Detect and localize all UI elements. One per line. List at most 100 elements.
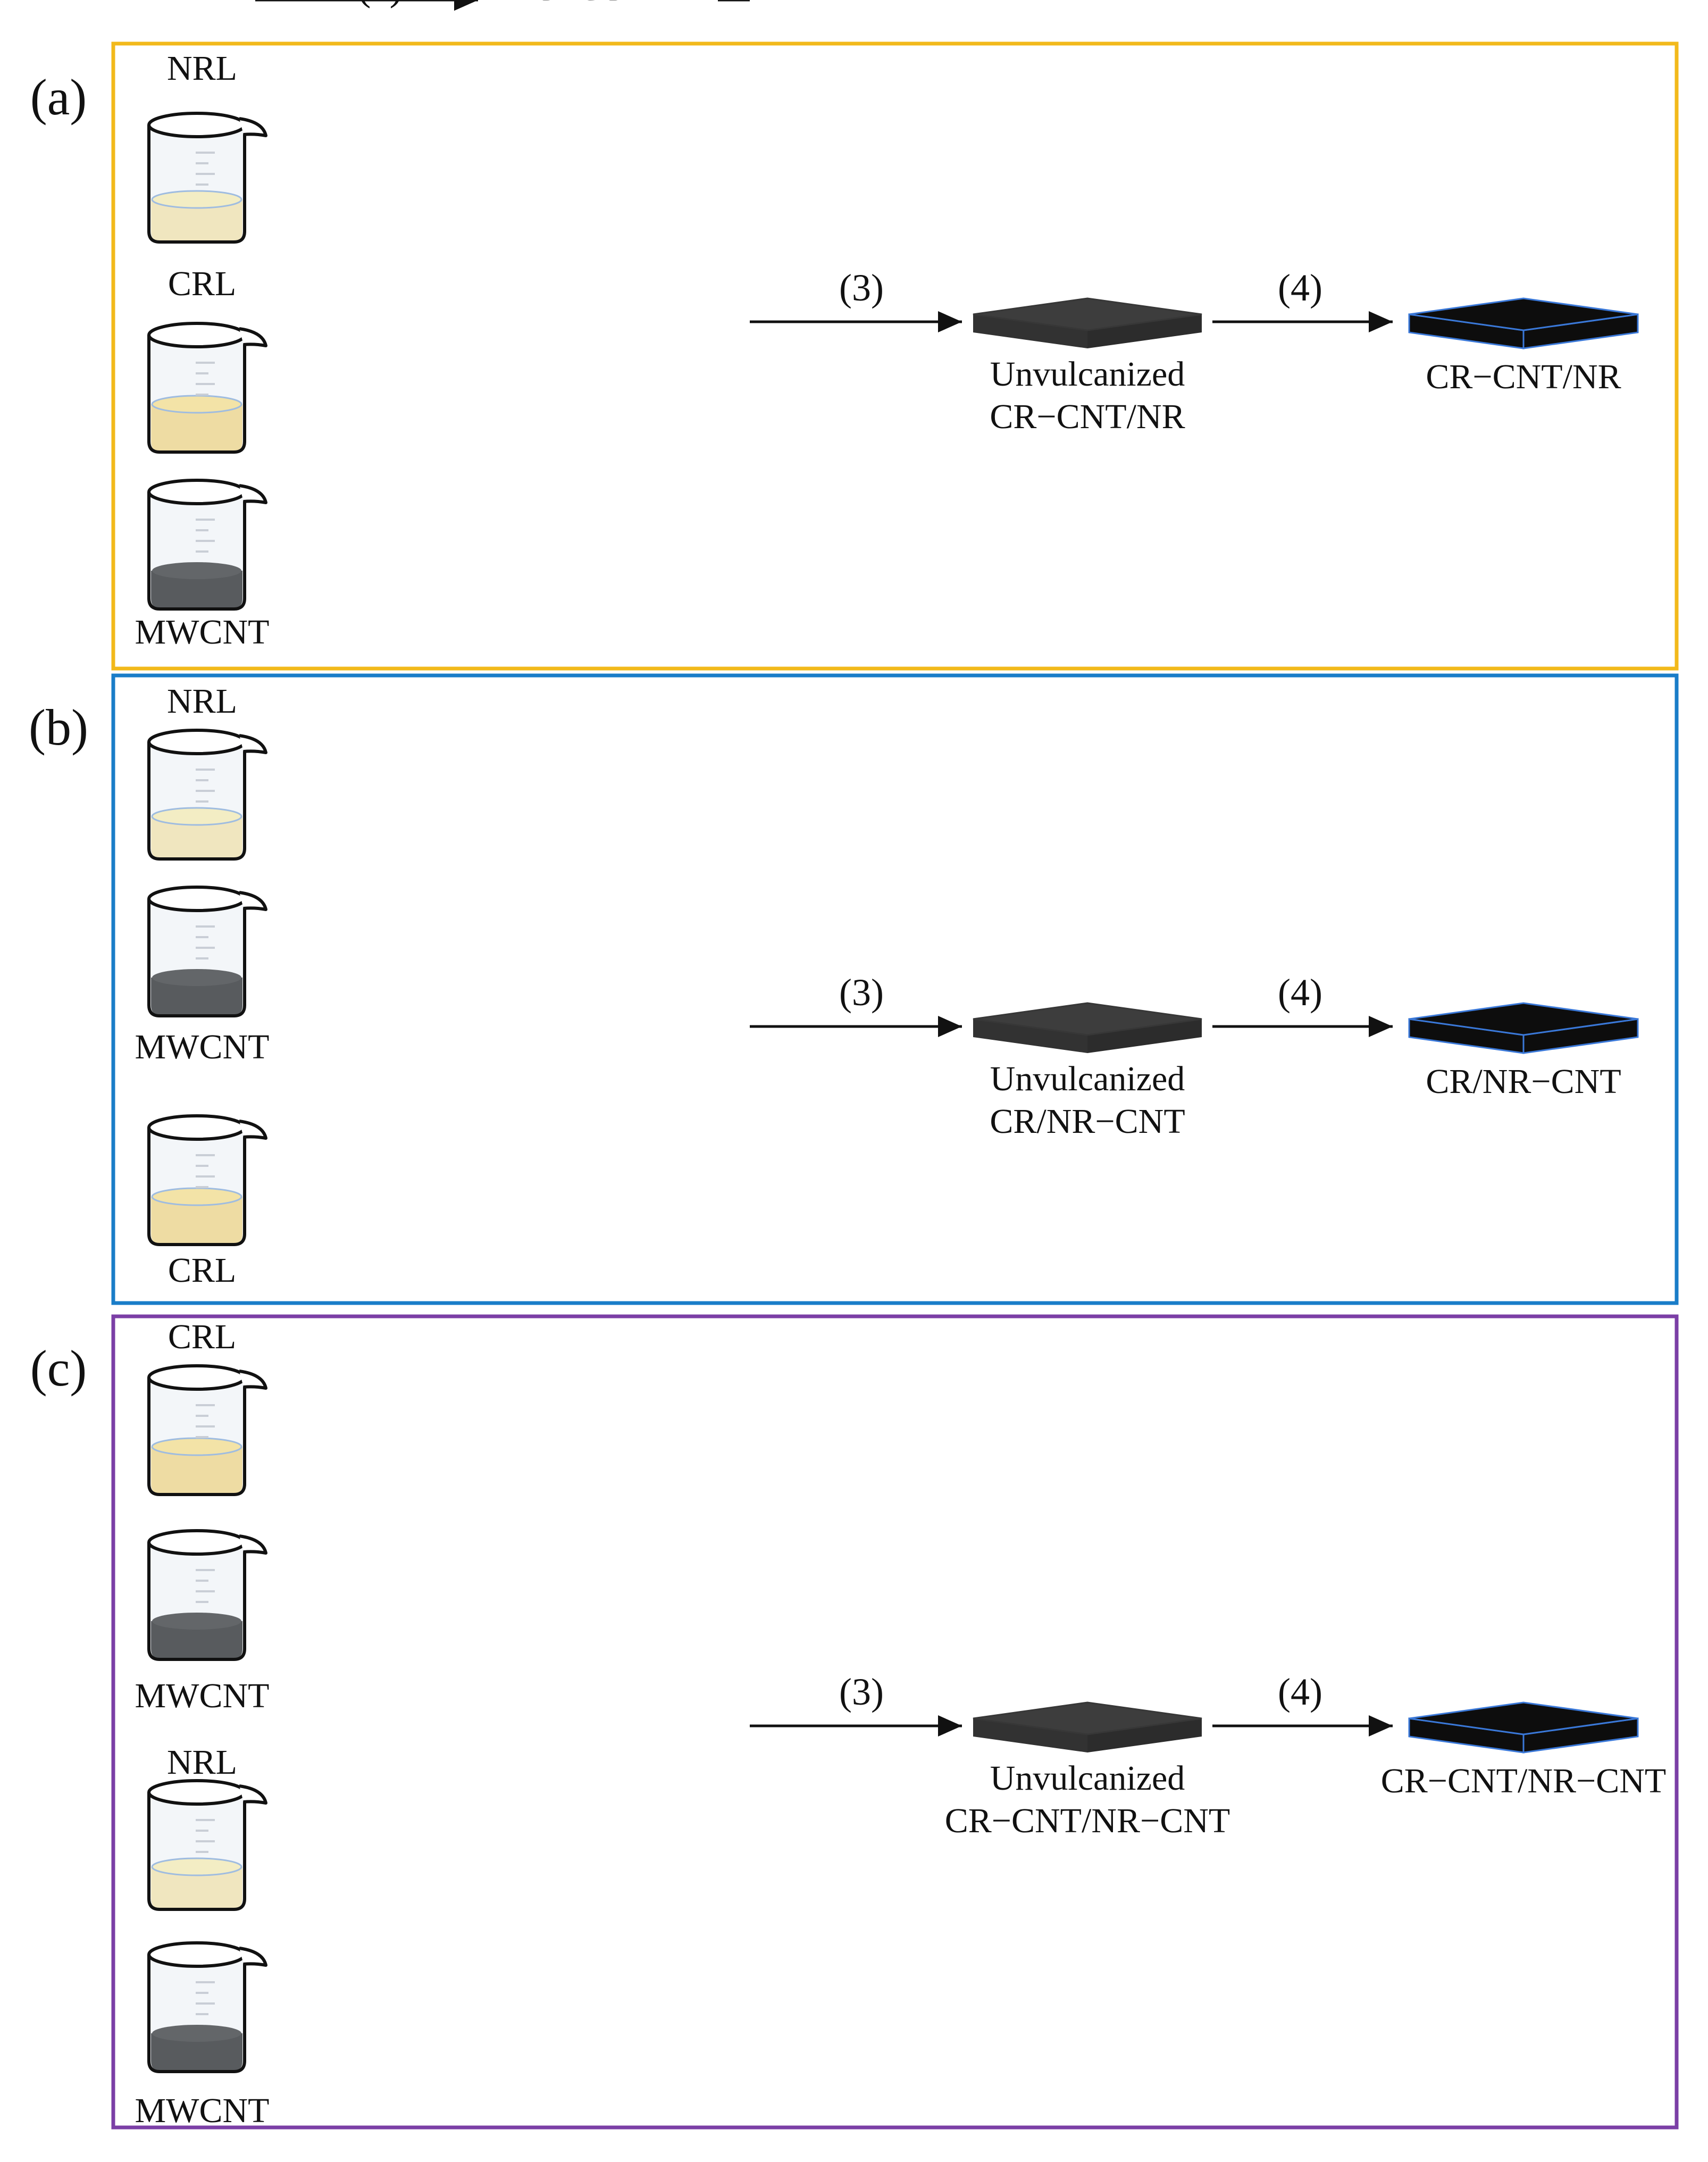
slab-top [973, 1701, 1202, 1735]
beaker-spout [239, 1534, 267, 1555]
beaker-nrl [147, 729, 267, 861]
panel-c: (c)CRLMWCNTNRLMWCNT(2)CR−CNT(2)NR−CNT(3)… [30, 0, 1679, 2130]
unvulcanized-label: Unvulcanized [990, 355, 1185, 394]
beaker-crl [147, 322, 267, 454]
slab-unvulcanized [973, 297, 1202, 348]
beaker-rim [147, 112, 246, 138]
vulcanized-label: CR−CNT/NR−CNT [1381, 1762, 1667, 1800]
beaker-nrl [147, 112, 267, 244]
unvulcanized-label: Unvulcanized [990, 1759, 1185, 1798]
beaker-liquid-surface [152, 2025, 241, 2042]
beaker-spout [239, 1947, 267, 1967]
beaker-label: CRL [168, 264, 236, 303]
beaker-crl [147, 1364, 267, 1496]
vulcanized-label: CR−CNT/NR [1426, 357, 1621, 396]
beaker-spout [239, 891, 267, 911]
beaker-liquid-surface [152, 969, 241, 986]
beaker-mwcnt [147, 1529, 267, 1661]
beaker-mwcnt [147, 479, 267, 611]
slab-vulcanized [1408, 1002, 1639, 1054]
panel-label: (b) [29, 699, 88, 756]
beaker-crl [147, 1114, 267, 1246]
beaker-spout [239, 1784, 267, 1805]
step-label: (1) [358, 0, 403, 9]
beaker-rim [147, 479, 246, 505]
beaker-spout [239, 1370, 267, 1390]
unvulcanized-compound-label: CR−CNT/NR−CNT [945, 1801, 1230, 1840]
beaker-rim [147, 1779, 246, 1806]
slab-side [1087, 1019, 1202, 1053]
slab-top [1409, 1002, 1638, 1036]
slab-top [1409, 297, 1638, 331]
beaker-liquid [151, 816, 242, 859]
beaker-label: NRL [167, 49, 237, 88]
step-label: (3) [839, 1671, 884, 1713]
slab-vulcanized [1408, 297, 1639, 349]
slab-top [973, 297, 1202, 331]
slab-side [973, 1718, 1087, 1752]
beaker-label: CRL [168, 1251, 236, 1290]
slab-unvulcanized [973, 1701, 1202, 1752]
beaker-liquid [151, 404, 242, 452]
slab-side [1087, 1718, 1202, 1752]
step-label: (4) [1278, 971, 1322, 1014]
slab-label: NR [576, 0, 625, 8]
slab-side [1087, 314, 1202, 348]
beaker-label: MWCNT [135, 1028, 270, 1066]
panel-b: (b)NRLMWCNTCRL(2)NR−CNT(1)CR(3)Unvulcani… [29, 0, 1679, 1305]
beaker-label: CRL [168, 1317, 236, 1356]
slab-label: NR−CNT [532, 0, 671, 8]
beaker-label: NRL [167, 1743, 237, 1782]
step-label: (4) [1278, 1671, 1322, 1713]
beaker-mwcnt [147, 1941, 267, 2073]
beaker-liquid [151, 1621, 242, 1659]
slab-unvulcanized [973, 1002, 1202, 1053]
step-label: (2) [358, 0, 403, 9]
slab-label: CR−CNT [532, 0, 669, 8]
beaker-rim [147, 322, 246, 348]
beaker-liquid-surface [152, 1613, 241, 1630]
slab-side [973, 314, 1087, 348]
unvulcanized-compound-label: CR/NR−CNT [990, 1102, 1185, 1141]
beaker-liquid [151, 1197, 242, 1245]
unvulcanized-label: Unvulcanized [990, 1059, 1185, 1098]
beaker-nrl [147, 1779, 267, 1911]
beaker-spout [239, 327, 267, 347]
slab-label: CR−CNT [532, 0, 669, 8]
panel-border [111, 1314, 1679, 2130]
beaker-spout [239, 1120, 267, 1140]
beaker-label: MWCNT [135, 613, 270, 652]
unvulcanized-compound-label: CR−CNT/NR [990, 397, 1185, 436]
beaker-rim [147, 1114, 246, 1141]
beaker-spout [239, 734, 267, 754]
beaker-liquid [151, 1447, 242, 1495]
beaker-label: NRL [167, 682, 237, 721]
beaker-liquid [151, 199, 242, 242]
beaker-rim [147, 1529, 246, 1556]
slab-vulcanized [1408, 1701, 1639, 1754]
panel-a: (a)NRLCRLMWCNT(1)NR(2)CR−CNT(3)Unvulcani… [30, 0, 1679, 671]
beaker-label: MWCNT [135, 2091, 270, 2130]
slab-label: NR−CNT [532, 0, 671, 8]
step-label: (2) [358, 0, 403, 9]
step-label: (2) [358, 0, 403, 9]
step-label: (2) [358, 0, 403, 9]
vulcanized-label: CR/NR−CNT [1426, 1062, 1621, 1101]
step-label: (4) [1278, 266, 1322, 309]
step-label: (1) [358, 0, 403, 9]
beaker-label: MWCNT [135, 1676, 270, 1715]
beaker-liquid-surface [151, 190, 242, 209]
panel-border [111, 41, 1679, 671]
beaker-spout [239, 484, 267, 504]
beaker-mwcnt [147, 886, 267, 1017]
beaker-spout [239, 117, 267, 137]
beaker-liquid-surface [152, 562, 241, 579]
panel-label: (c) [30, 1340, 87, 1397]
slab-label: CR [577, 0, 624, 8]
beaker-liquid-surface [151, 807, 242, 826]
beaker-liquid [151, 571, 242, 609]
beaker-liquid-surface [151, 1857, 242, 1876]
beaker-liquid [151, 1867, 242, 1909]
panel-label: (a) [30, 69, 87, 126]
